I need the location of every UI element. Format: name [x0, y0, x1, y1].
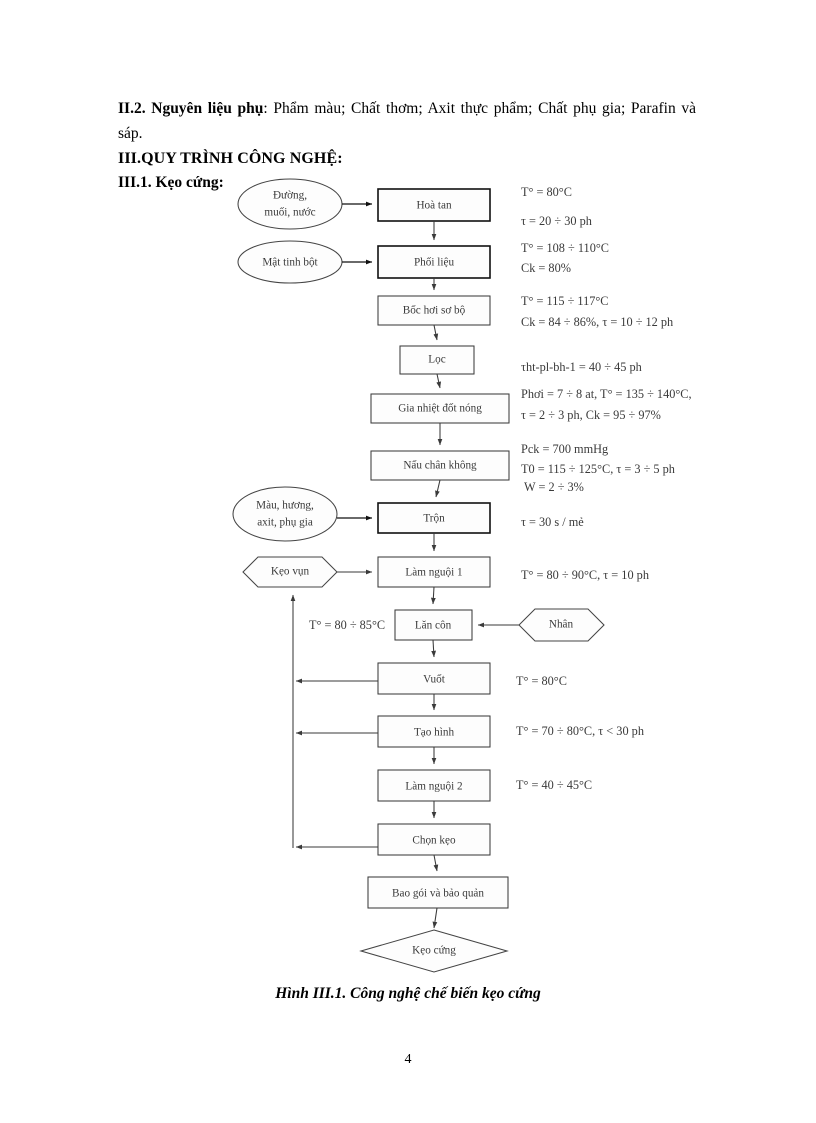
process-node-label: Bốc hơi sơ bộ: [403, 305, 466, 317]
paragraph-section-2: II.2. Nguyên liệu phụ: Phẩm màu; Chất th…: [118, 96, 696, 146]
hexagon-shape: [518, 608, 605, 642]
process-node-label: Lăn côn: [415, 620, 452, 632]
process-node-label: Làm nguội 2: [405, 781, 462, 793]
annotation-lam-nguoi-1: T° = 80 ÷ 90°C, τ = 10 ph: [521, 568, 649, 582]
section-2-lead: II.2. Nguyên liệu phụ: [118, 100, 264, 117]
box-shape: [377, 769, 491, 802]
input-node-nhan[interactable]: Nhân: [518, 608, 605, 642]
annotation-tao-hinh: T° = 70 ÷ 80°C, τ < 30 ph: [516, 724, 644, 738]
feedback-temperature-label: T° = 80 ÷ 85°C: [309, 618, 385, 632]
section-3-1-heading: III.1. Kẹo cứng:: [118, 174, 224, 191]
section-3-heading: III.QUY TRÌNH CÔNG NGHỆ:: [118, 150, 343, 167]
box-shape: [367, 876, 509, 909]
annotation-gia-nhiet-press: Phơi = 7 ÷ 8 at, T° = 135 ÷ 140°C,: [521, 387, 692, 401]
process-node-label: Lọc: [428, 354, 445, 366]
box-shape: [377, 823, 491, 856]
box-shape: [377, 245, 491, 279]
annotation-tron-time: τ = 30 s / mẻ: [521, 515, 584, 529]
figure-caption: Hình III.1. Công nghệ chế biến kẹo cứng: [275, 985, 541, 1002]
process-node-chon-keo[interactable]: Chọn kẹo: [377, 823, 491, 856]
annotation-nau-temp: T0 = 115 ÷ 125°C, τ = 3 ÷ 5 ph: [521, 462, 675, 476]
process-node-lam-nguoi-1[interactable]: Làm nguội 1: [377, 556, 491, 588]
process-node-loc[interactable]: Lọc: [399, 345, 475, 375]
connector-loc-gianhiet: [436, 373, 442, 389]
input-node-mau-huong-axit-phu-gia[interactable]: Màu, hương, axit, phụ gia: [232, 486, 338, 542]
box-shape: [377, 556, 491, 588]
process-node-phoi-lieu[interactable]: Phối liệu: [377, 245, 491, 279]
diamond-shape: [359, 929, 509, 973]
annotation-boc-hoi-temp: T° = 115 ÷ 117°C: [521, 294, 609, 308]
hexagon-shape: [242, 556, 338, 588]
input-node-label-line2: muối, nước: [264, 207, 315, 219]
annotation-vuot-temp: T° = 80°C: [516, 674, 567, 688]
annotation-phoi-lieu-temp: T° = 108 ÷ 110°C: [521, 241, 609, 255]
process-node-label: Phối liệu: [414, 257, 454, 269]
annotation-hoa-tan-time: τ = 20 ÷ 30 ph: [521, 214, 592, 228]
box-shape: [377, 715, 491, 748]
connector-chonkeo-baogoi: [433, 854, 439, 872]
box-shape: [370, 393, 510, 424]
process-node-lam-nguoi-2[interactable]: Làm nguội 2: [377, 769, 491, 802]
connector-lamnguoi1-lancon: [430, 586, 436, 605]
process-node-label: Làm nguội 1: [405, 567, 462, 579]
annotation-gia-nhiet-time: τ = 2 ÷ 3 ph, Ck = 95 ÷ 97%: [521, 408, 661, 422]
input-node-label-line2: axit, phụ gia: [257, 517, 313, 529]
process-node-label: Bao gói và bảo quản: [392, 888, 484, 900]
process-node-lan-con[interactable]: Lăn côn: [394, 609, 473, 641]
process-node-gia-nhiet-dot-nong[interactable]: Gia nhiệt đốt nóng: [370, 393, 510, 424]
ellipse-shape: [232, 486, 338, 542]
process-node-nau-chan-khong[interactable]: Nấu chân không: [370, 450, 510, 481]
ellipse-shape: [237, 240, 343, 284]
annotation-lam-nguoi-2: T° = 40 ÷ 45°C: [516, 778, 592, 792]
process-node-label: Chọn kẹo: [412, 835, 456, 847]
annotation-phoi-lieu-conc: Ck = 80%: [521, 261, 571, 275]
box-shape: [377, 662, 491, 695]
connector-bochoi-loc: [433, 324, 439, 341]
input-node-keo-vun[interactable]: Kẹo vụn: [242, 556, 338, 588]
box-shape: [377, 502, 491, 534]
annotation-nau-press: Pck = 700 mmHg: [521, 442, 608, 456]
process-node-label: Vuốt: [423, 674, 446, 686]
output-node-keo-cung[interactable]: Kẹo cứng: [359, 929, 509, 973]
input-node-label-line1: Mật tinh bột: [262, 257, 318, 269]
process-node-bao-goi-va-bao-quan[interactable]: Bao gói và bảo quản: [367, 876, 509, 909]
process-node-label: Hoà tan: [416, 200, 452, 212]
process-node-label: Nấu chân không: [403, 460, 477, 472]
process-node-vuot[interactable]: Vuốt: [377, 662, 491, 695]
document-text-block: II.2. Nguyên liệu phụ: Phẩm màu; Chất th…: [118, 96, 696, 195]
process-node-label: Tạo hình: [414, 727, 454, 739]
connector-lancon-vuot: [431, 639, 437, 658]
process-node-label: Trộn: [423, 513, 445, 525]
box-shape: [399, 345, 475, 375]
process-node-boc-hoi-so-bo[interactable]: Bốc hơi sơ bộ: [377, 295, 491, 326]
annotation-boc-hoi-conc: Ck = 84 ÷ 86%, τ = 10 ÷ 12 ph: [521, 315, 673, 329]
input-node-mat-tinh-bot[interactable]: Mật tinh bột: [237, 240, 343, 284]
process-node-tron[interactable]: Trộn: [377, 502, 491, 534]
process-node-label: Gia nhiệt đốt nóng: [398, 403, 482, 415]
connector-baogoi-keocung: [432, 907, 438, 929]
input-node-label-line1: Màu, hương,: [256, 500, 314, 512]
input-node-label-line1: Kẹo vụn: [271, 566, 310, 578]
box-shape: [370, 450, 510, 481]
section-2-text: : Phẩm màu; Chất thơm; Axit thực phẩm; C…: [118, 100, 697, 142]
annotation-nau-moisture: W = 2 ÷ 3%: [524, 480, 584, 494]
input-node-label-line1: Nhân: [549, 619, 574, 631]
connector-nau-tron: [435, 479, 441, 498]
output-node-label: Kẹo cứng: [412, 945, 456, 957]
annotation-loc-time: τht-pl-bh-1 = 40 ÷ 45 ph: [521, 360, 642, 374]
page-number: 4: [404, 1052, 412, 1067]
box-shape: [394, 609, 473, 641]
box-shape: [377, 295, 491, 326]
process-node-tao-hinh[interactable]: Tạo hình: [377, 715, 491, 748]
